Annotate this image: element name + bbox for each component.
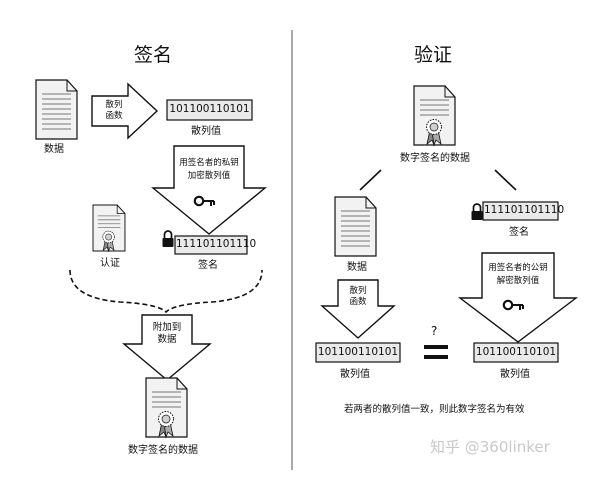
verify-conclusion: 若两者的散列值一致，则此数字签名为有效 [344,404,525,415]
verify-right-hash-label: 散列值 [500,369,530,380]
signature-box [174,235,248,255]
split-line-left [359,169,382,191]
decrypt-arrow [457,252,579,343]
sign-certificate-label: 认证 [100,258,120,269]
certificate-seal-icon [92,204,126,252]
sign-signature-bits: 111101101110 [176,238,257,250]
verify-hash-function-label: 散列 函数 [349,286,367,307]
signed-document-icon [145,377,188,438]
verify-right-hash-bits: 101100110101 [475,346,557,358]
verify-left-hash-bits: 101100110101 [317,346,399,358]
verify-question-mark: ? [431,324,438,338]
sign-hash-function-label: 散列 函数 [105,100,123,121]
verify-left-hash-label: 散列值 [340,369,370,380]
sign-data-label: 数据 [44,144,64,155]
sign-attach-label: 附加到 数据 [152,322,182,345]
hash-value-box [166,99,253,121]
sign-encrypt-label: 用签名者的私钥 加密散列值 [179,158,239,181]
verify-lock-icon [470,203,484,221]
sign-hash-value-label: 散列值 [191,126,221,137]
verify-signature-box [482,201,559,221]
split-line-right [494,169,517,191]
hash-function-arrow [91,82,159,140]
verify-data-label: 数据 [347,262,367,273]
verify-signature-bits: 111101101110 [484,204,565,216]
verify-hash-arrow [320,279,396,339]
verify-signed-data-label: 数字签名的数据 [400,153,470,164]
sign-title: 签名 [134,44,173,66]
equals-sign [424,345,448,359]
verify-signature-label: 签名 [509,227,529,238]
left-hash-box [315,342,401,363]
watermark: 知乎 @360linker [430,438,550,456]
lock-icon [161,230,175,248]
verify-decrypt-label: 用签名者的公钥 解密散列值 [488,263,548,286]
sign-signature-label: 签名 [198,260,218,271]
verify-document-icon [334,196,377,257]
attach-brace [69,269,263,314]
sign-hash-value-bits: 101100110101 [169,103,250,115]
right-hash-box [473,342,559,363]
verify-signed-document-icon [413,85,456,146]
document-icon [35,79,78,140]
encrypt-arrow [151,145,267,235]
attach-arrow [122,314,212,381]
verify-title: 验证 [414,44,453,66]
sign-signed-data-label: 数字签名的数据 [128,445,198,456]
